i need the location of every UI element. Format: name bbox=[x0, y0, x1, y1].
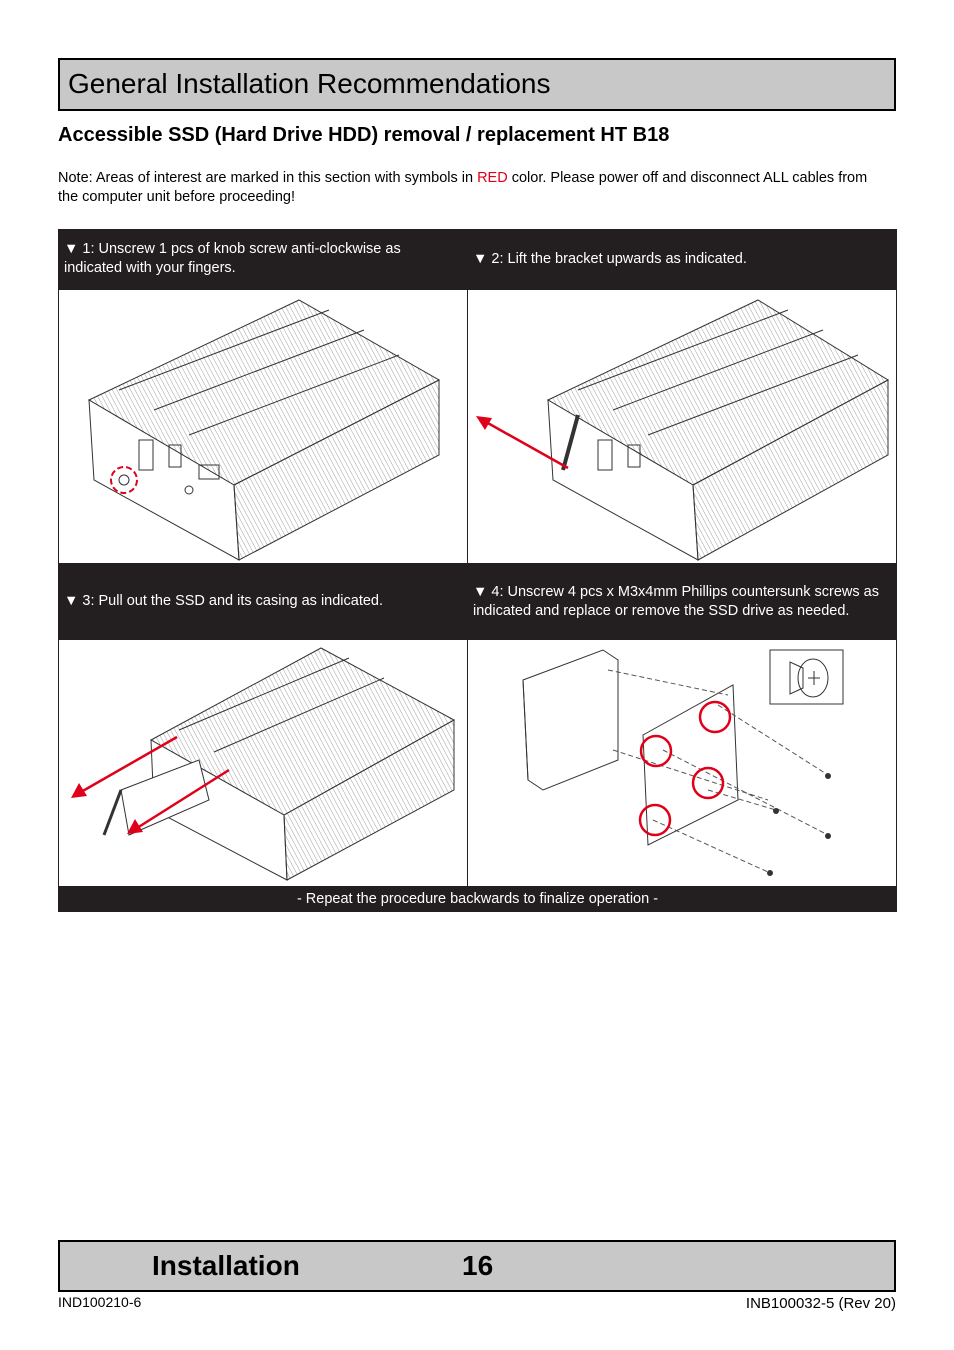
document-code-right: INB100032-5 (Rev 20) bbox=[745, 1295, 896, 1312]
loose-screws bbox=[767, 773, 831, 876]
page-header: General Installation Recommendations bbox=[58, 58, 896, 111]
computer-unit-drawing bbox=[87, 299, 441, 561]
knob-screw-marker bbox=[110, 466, 138, 494]
screw-markers bbox=[638, 700, 732, 837]
step-2-header: ▼ 2: Lift the bracket upwards as indicat… bbox=[467, 229, 897, 289]
lift-direction-arrow bbox=[476, 416, 569, 470]
footer-section-title: Installation bbox=[152, 1250, 300, 1281]
page-footer-box: Installation 16 bbox=[58, 1240, 896, 1292]
computer-unit-drawing bbox=[102, 647, 456, 881]
section-subtitle: Accessible SSD (Hard Drive HDD) removal … bbox=[58, 124, 670, 146]
step-4-header: ▼ 4: Unscrew 4 pcs x M3x4mm Phillips cou… bbox=[467, 564, 897, 639]
page-number: 16 bbox=[462, 1250, 494, 1281]
safety-note: Note: Areas of interest are marked in th… bbox=[58, 169, 888, 207]
procedure-table: ▼ 1: Unscrew 1 pcs of knob screw anti-cl… bbox=[58, 229, 897, 912]
note-text-before: Note: Areas of interest are marked in th… bbox=[58, 170, 478, 186]
step-4-illustration bbox=[467, 639, 897, 887]
phillips-screw-icon bbox=[769, 649, 844, 705]
step-1-illustration bbox=[58, 289, 468, 564]
step-3-illustration bbox=[58, 639, 468, 887]
pull-direction-arrows bbox=[71, 735, 230, 834]
step-3-header: ▼ 3: Pull out the SSD and its casing as … bbox=[58, 564, 467, 639]
step-2-illustration bbox=[467, 289, 897, 564]
document-code-left: IND100210-6 bbox=[58, 1294, 142, 1310]
repeat-procedure-note: - Repeat the procedure backwards to fina… bbox=[58, 887, 897, 912]
note-text-after: color. Please power off and disconnect A… bbox=[58, 170, 868, 205]
computer-unit-drawing bbox=[546, 299, 890, 561]
ssd-casing-drawing bbox=[522, 649, 829, 873]
step-1-header: ▼ 1: Unscrew 1 pcs of knob screw anti-cl… bbox=[58, 229, 467, 289]
note-red-word: RED bbox=[477, 170, 508, 186]
page-title: General Installation Recommendations bbox=[68, 68, 551, 99]
